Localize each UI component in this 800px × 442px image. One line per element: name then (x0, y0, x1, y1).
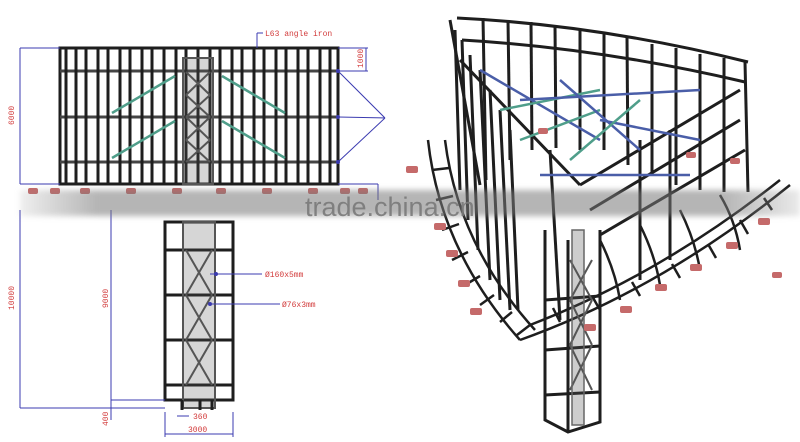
isometric-view (406, 16, 791, 434)
dim-total-height-label: 10000 (8, 286, 17, 310)
dim-column-width-label: 3000 (188, 426, 207, 435)
billboard-panel-frame (58, 46, 340, 186)
iso-support-column (543, 229, 602, 434)
dimension-lines (19, 32, 386, 437)
pipe-main-label: Ø160x5mm (265, 271, 304, 280)
panel-diagonal-braces (111, 74, 286, 160)
panel-central-truss (182, 57, 214, 185)
dim-panel-height-label: 6000 (8, 106, 17, 125)
watermark-text: trade.china.cn (305, 192, 475, 222)
dim-column-height-label: 9000 (102, 289, 111, 308)
dimension-points (208, 69, 340, 306)
support-column (163, 220, 235, 410)
dim-column-spacing-label: 360 (193, 413, 208, 422)
dim-base-label: 400 (102, 411, 111, 426)
dim-top-row-label: 1000 (357, 49, 366, 68)
watermark-blur-band (20, 190, 800, 216)
pipe-brace-label: Ø76x3mm (282, 301, 316, 310)
elevation-view: L63 angle iron 6000 1000 10000 9000 400 … (8, 30, 386, 437)
iso-lamps (406, 128, 782, 331)
iso-braces (479, 68, 701, 177)
angle-iron-label: L63 angle iron (265, 30, 332, 39)
